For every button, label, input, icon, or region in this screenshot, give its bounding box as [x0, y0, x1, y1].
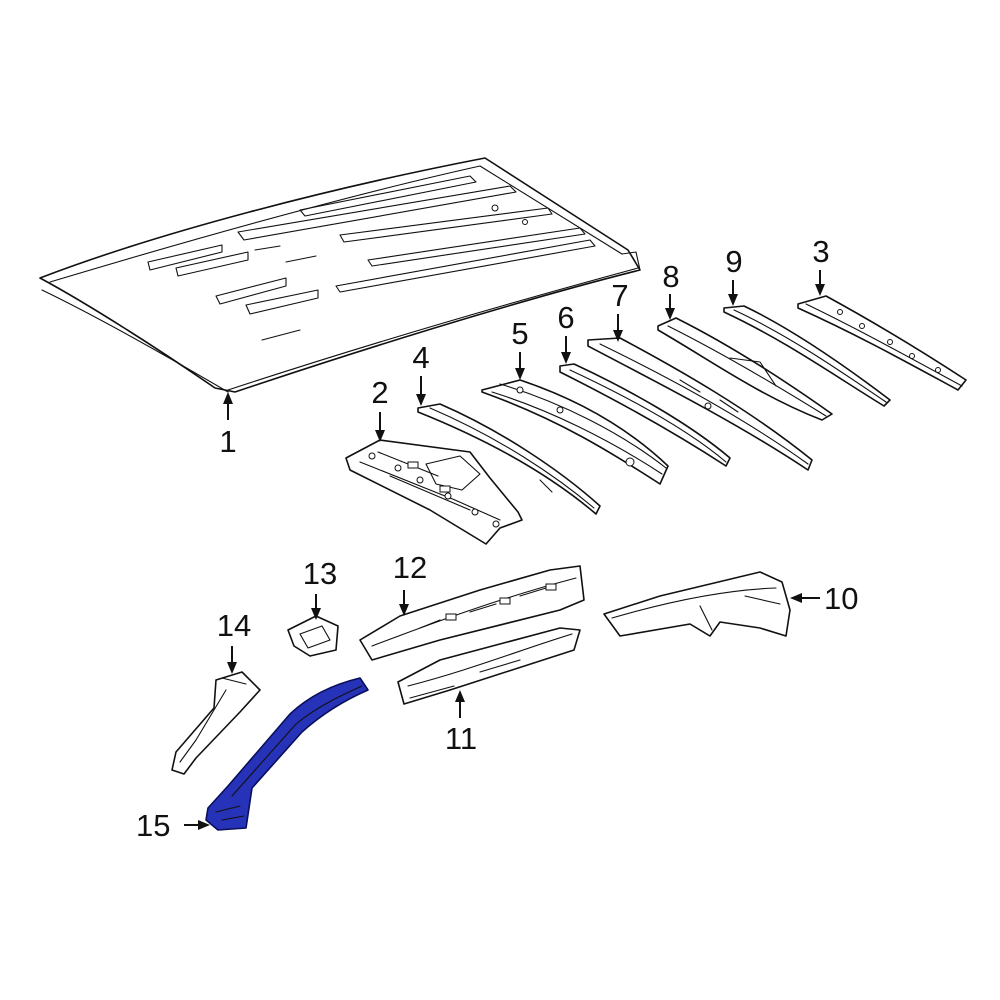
- bracket-part[interactable]: [287, 615, 339, 657]
- side-rail-outer-part[interactable]: [397, 627, 581, 705]
- callout-15: 15: [136, 808, 210, 843]
- svg-text:3: 3: [812, 234, 829, 269]
- roof-panel-part[interactable]: [39, 157, 641, 393]
- callout-12: 12: [393, 550, 427, 616]
- callout-4: 4: [412, 340, 430, 406]
- front-header-part[interactable]: [345, 439, 523, 545]
- pillar-reinforcement-part[interactable]: [171, 671, 261, 775]
- side-rail-inner-part[interactable]: [359, 565, 585, 661]
- roof-bow-4-part[interactable]: [417, 403, 601, 515]
- roof-bow-7-part[interactable]: [587, 337, 813, 471]
- callout-1: 1: [219, 392, 237, 459]
- svg-text:2: 2: [371, 375, 388, 410]
- svg-text:6: 6: [557, 300, 574, 335]
- callout-10: 10: [790, 581, 858, 616]
- callout-3: 3: [812, 234, 830, 296]
- svg-text:1: 1: [219, 424, 236, 459]
- svg-text:15: 15: [136, 808, 170, 843]
- pillar-inner-part[interactable]: [205, 677, 369, 831]
- callout-13: 13: [303, 556, 337, 620]
- svg-text:13: 13: [303, 556, 337, 591]
- callout-11: 11: [445, 690, 477, 756]
- callout-14: 14: [217, 608, 251, 674]
- callout-2: 2: [371, 375, 389, 442]
- svg-text:9: 9: [725, 244, 742, 279]
- roof-bow-5-part[interactable]: [481, 379, 669, 485]
- callout-7: 7: [611, 278, 629, 342]
- svg-text:12: 12: [393, 550, 427, 585]
- rear-header-part[interactable]: [797, 295, 967, 391]
- roof-bow-6-part[interactable]: [559, 363, 731, 467]
- callout-8: 8: [662, 259, 680, 320]
- svg-text:5: 5: [511, 316, 528, 351]
- svg-text:7: 7: [611, 278, 628, 313]
- callout-5: 5: [511, 316, 529, 380]
- callout-6: 6: [557, 300, 575, 364]
- svg-text:10: 10: [824, 581, 858, 616]
- svg-text:14: 14: [217, 608, 251, 643]
- roof-bow-9-part[interactable]: [723, 305, 891, 407]
- roof-bow-8-part[interactable]: [657, 317, 833, 421]
- callout-9: 9: [725, 244, 743, 306]
- rear-roof-rail-part[interactable]: [603, 571, 791, 637]
- svg-text:4: 4: [412, 340, 429, 375]
- svg-text:8: 8: [662, 259, 679, 294]
- svg-text:11: 11: [445, 721, 477, 756]
